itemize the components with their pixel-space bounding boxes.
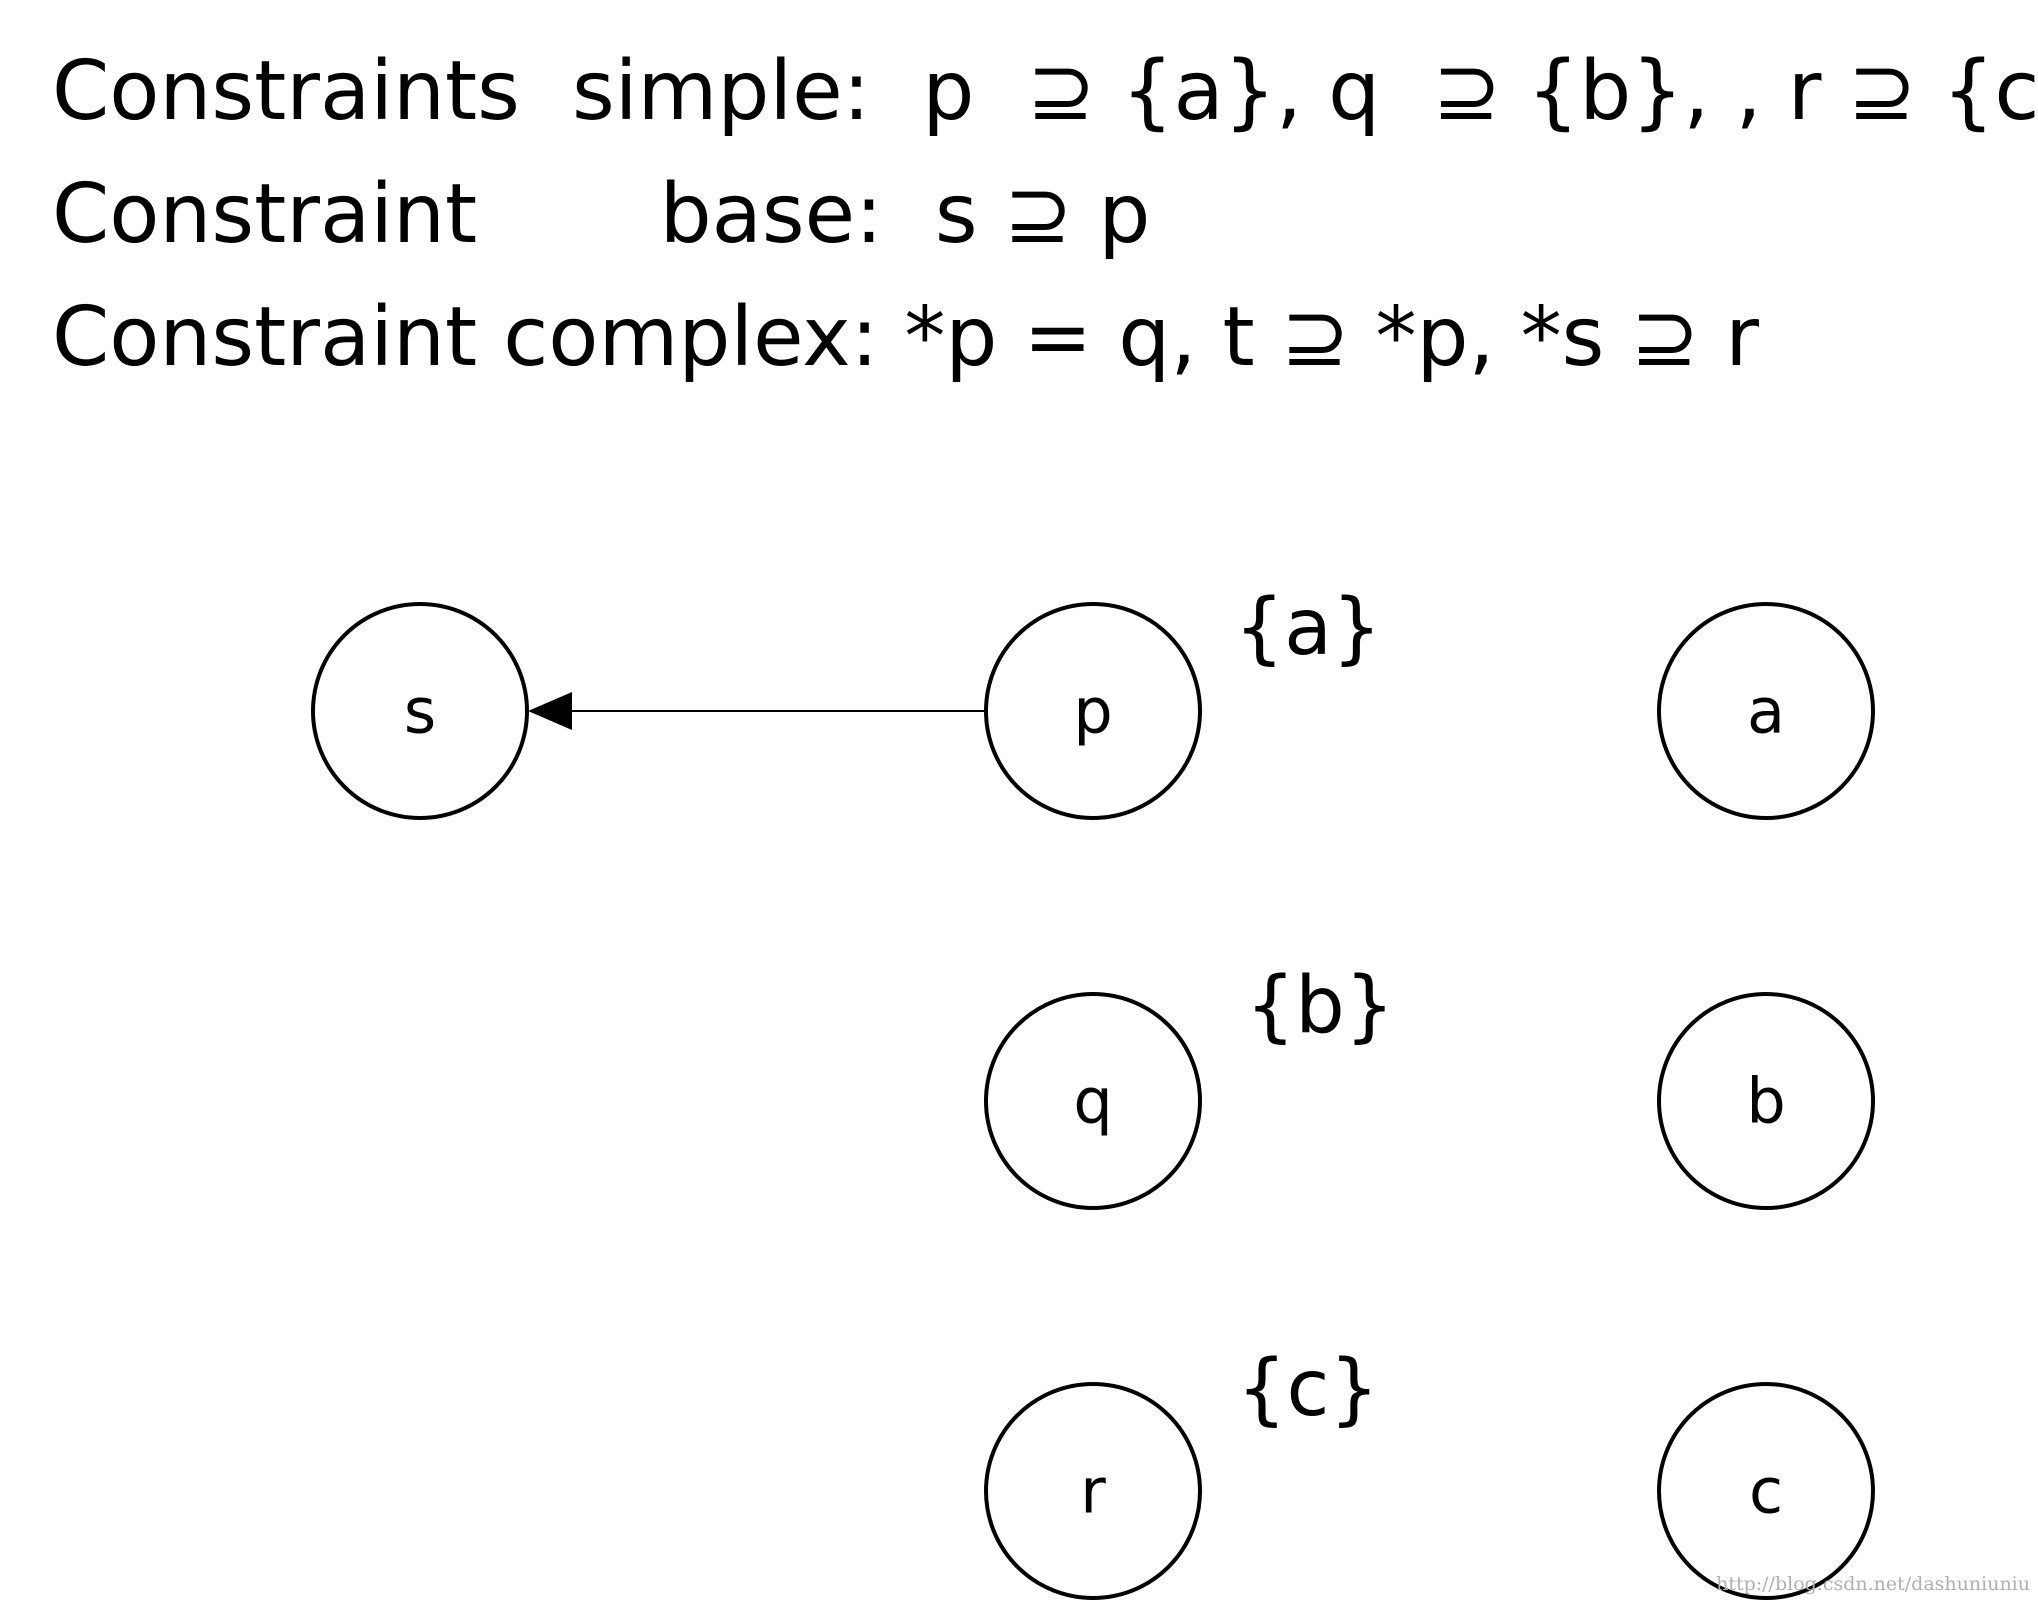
constraint-complex-line: Constraint complex: *p = q, t ⊇ *p, *s ⊇… xyxy=(52,290,1759,385)
watermark: http://blog.csdn.net/dashuniuniu xyxy=(1716,1573,2030,1595)
set-label-q: {b} xyxy=(1246,961,1395,1051)
constraint-base-line: Constraint base: s ⊇ p xyxy=(52,167,1151,262)
node-c: c xyxy=(1657,1382,1875,1600)
node-s-label: s xyxy=(404,675,436,748)
node-b: b xyxy=(1657,992,1875,1210)
constraint-simple-line: Constraints simple: p ⊇ {a}, q ⊇ {b}, , … xyxy=(52,44,2038,139)
node-s: s xyxy=(311,602,529,820)
node-r: r xyxy=(984,1382,1202,1600)
edge-p-to-s xyxy=(528,692,985,730)
node-p-label: p xyxy=(1073,675,1112,748)
node-a-label: a xyxy=(1747,675,1785,748)
node-a: a xyxy=(1657,602,1875,820)
node-b-label: b xyxy=(1746,1065,1785,1138)
set-label-r: {c} xyxy=(1237,1344,1379,1434)
set-label-p: {a} xyxy=(1234,583,1381,673)
node-q-label: q xyxy=(1073,1065,1112,1138)
node-q: q xyxy=(984,992,1202,1210)
node-p: p xyxy=(984,602,1202,820)
node-c-label: c xyxy=(1749,1455,1783,1528)
node-r-label: r xyxy=(1080,1455,1106,1528)
